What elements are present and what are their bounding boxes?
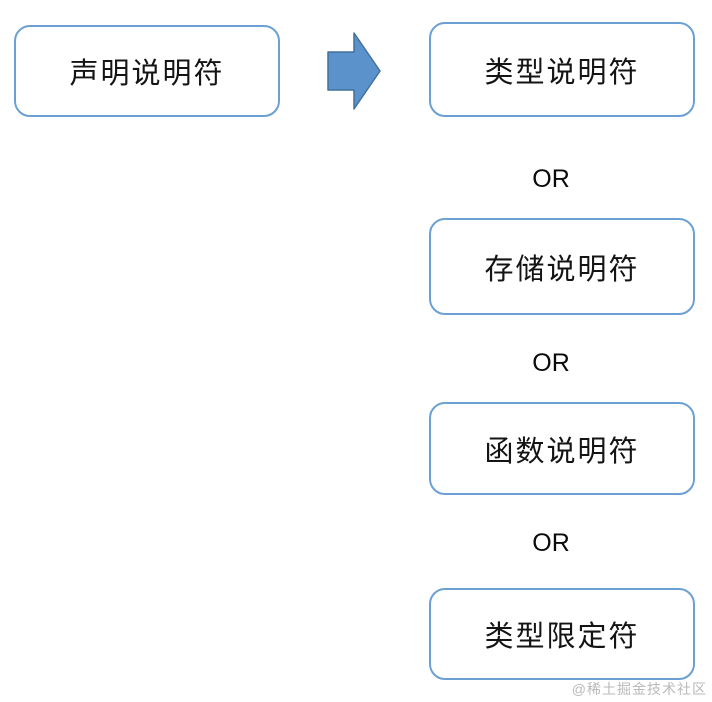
target-box-storage-specifier: 存储说明符 (429, 218, 695, 315)
or-label: OR (532, 165, 570, 193)
or-label: OR (532, 529, 570, 557)
target-box-type-qualifier: 类型限定符 (429, 588, 695, 680)
target-box-function-specifier: 函数说明符 (429, 402, 695, 495)
target-box-type-specifier: 类型说明符 (429, 22, 695, 117)
source-box: 声明说明符 (14, 25, 280, 117)
target-box-label: 函数说明符 (484, 433, 640, 468)
watermark: @稀土掘金技术社区 (571, 681, 707, 697)
target-box-label: 类型说明符 (484, 54, 640, 89)
target-box-label: 类型限定符 (484, 619, 640, 653)
or-label: OR (532, 349, 570, 377)
target-box-label: 存储说明符 (484, 251, 640, 286)
right-arrow-icon (327, 32, 381, 110)
source-box-label: 声明说明符 (69, 56, 225, 90)
